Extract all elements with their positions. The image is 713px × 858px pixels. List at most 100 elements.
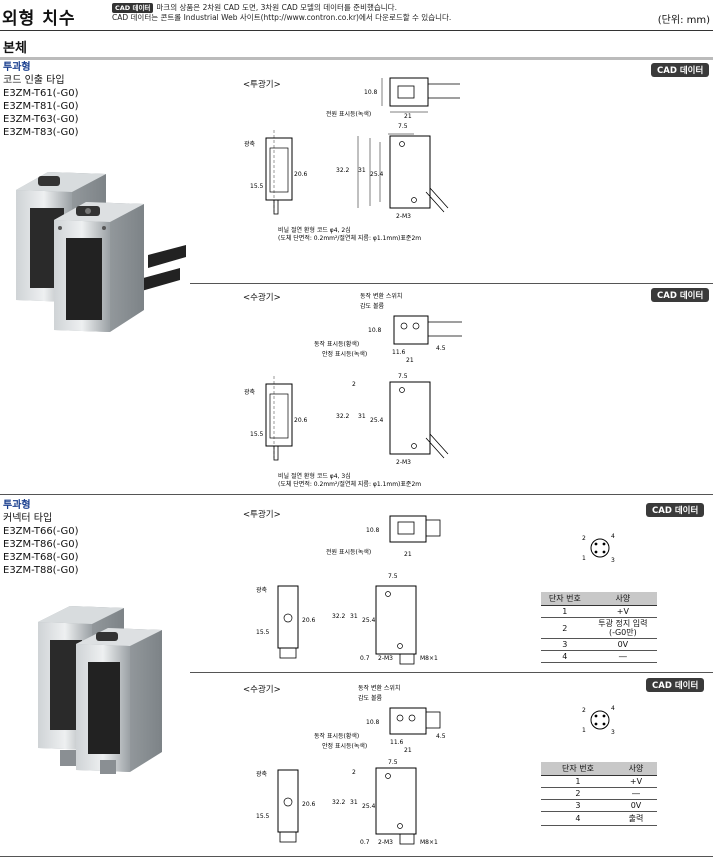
row-divider bbox=[190, 672, 713, 673]
note-line-1: 마크의 상품은 2차원 CAD 도면, 3차원 CAD 모델의 데이터를 준비했… bbox=[156, 3, 397, 12]
dim-label: 4.5 bbox=[436, 733, 446, 740]
model-name: E3ZM-T66(-G0) bbox=[3, 526, 79, 537]
svg-text:2: 2 bbox=[582, 707, 586, 714]
dim-label: 20.6 bbox=[294, 171, 308, 178]
dim-label: 21 bbox=[406, 357, 414, 364]
dim-label: 4.5 bbox=[436, 345, 446, 352]
power-indicator-label: 전원 표시등(녹색) bbox=[326, 548, 371, 556]
group-divider bbox=[0, 494, 713, 495]
dim-label: 11.6 bbox=[390, 739, 404, 746]
product-type: 투과형 bbox=[3, 62, 31, 73]
dim-label: 10.8 bbox=[368, 327, 382, 334]
screw-label: 2-M3 bbox=[396, 459, 411, 466]
row-divider bbox=[190, 283, 713, 284]
dim-label: 2 bbox=[352, 381, 356, 388]
table-header: 단자 번호 bbox=[541, 592, 589, 606]
svg-text:3: 3 bbox=[611, 729, 615, 736]
dim-label: 20.6 bbox=[294, 417, 308, 424]
optical-axis-label: 광축 bbox=[244, 140, 256, 148]
svg-text:2: 2 bbox=[582, 535, 586, 542]
dim-label: 25.4 bbox=[370, 171, 384, 178]
dim-label: 15.5 bbox=[250, 431, 264, 438]
dim-label: 21 bbox=[404, 113, 412, 120]
product-type: 투과형 bbox=[3, 500, 31, 511]
pin-diagram-emitter: 2 4 1 3 bbox=[582, 533, 615, 564]
unit-label: (단위: mm) bbox=[657, 15, 710, 26]
cable-note: (도체 단면적: 0.2mm²/절연체 지름: φ1.1mm)표준2m bbox=[278, 480, 421, 488]
stable-indicator-label: 안정 표시등(녹색) bbox=[322, 742, 367, 750]
view-label-receiver: <수광기> bbox=[243, 685, 281, 695]
product-photo-cable bbox=[16, 172, 186, 332]
dim-label: 10.8 bbox=[366, 527, 380, 534]
dim-label: 32.2 bbox=[336, 413, 350, 420]
op-indicator-label: 동작 표시등(황색) bbox=[314, 340, 359, 348]
cad-data-button[interactable]: CAD 데이터 bbox=[646, 503, 705, 517]
connector-label: M8×1 bbox=[420, 839, 438, 846]
screw-label: 2-M3 bbox=[378, 655, 393, 662]
cad-data-button[interactable]: CAD 데이터 bbox=[651, 288, 710, 302]
model-name: E3ZM-T63(-G0) bbox=[3, 114, 79, 125]
drawing-emitter-cable: 10.8 21 전원 표시등(녹색) 7.5 32.2 31 25.4 2-M3… bbox=[244, 77, 460, 242]
dim-label: 31 bbox=[350, 613, 358, 620]
op-mode-switch-label: 동작 변환 스위치 bbox=[358, 684, 400, 692]
view-label-emitter: <투광기> bbox=[243, 510, 281, 520]
note-line-2: CAD 데이터는 콘트롤 Industrial Web 사이트(http://w… bbox=[112, 13, 452, 22]
page-bottom-line bbox=[0, 856, 713, 857]
cad-data-button[interactable]: CAD 데이터 bbox=[646, 678, 705, 692]
table-header: 사양 bbox=[588, 592, 657, 606]
dim-label: 31 bbox=[350, 799, 358, 806]
screw-label: 2-M3 bbox=[378, 839, 393, 846]
cad-data-button[interactable]: CAD 데이터 bbox=[651, 63, 710, 77]
model-name: E3ZM-T68(-G0) bbox=[3, 552, 79, 563]
dim-label: 25.4 bbox=[370, 417, 384, 424]
cable-note: 비닐 절연 환형 코드 φ4, 2심 bbox=[278, 226, 351, 234]
dim-label: 0.7 bbox=[360, 655, 370, 662]
drawing-receiver-connector: 동작 변환 스위치 감도 볼륨 10.8 동작 표시등(황색) 안정 표시등(녹… bbox=[256, 684, 446, 846]
product-subtype: 커넥터 타입 bbox=[3, 513, 53, 524]
model-name: E3ZM-T88(-G0) bbox=[3, 565, 79, 576]
cad-badge-small: CAD 데이터 bbox=[112, 3, 154, 13]
svg-text:1: 1 bbox=[582, 727, 586, 734]
table-row: 2― bbox=[541, 787, 657, 800]
dim-label: 25.4 bbox=[362, 617, 376, 624]
product-photo-connector bbox=[38, 606, 162, 774]
model-name: E3ZM-T83(-G0) bbox=[3, 127, 79, 138]
drawing-emitter-connector: 10.8 21 전원 표시등(녹색) 7.5 32.2 31 25.4 0.7 … bbox=[256, 515, 441, 665]
dim-label: 25.4 bbox=[362, 803, 376, 810]
dim-label: 31 bbox=[358, 413, 366, 420]
dim-label: 32.2 bbox=[336, 167, 350, 174]
page-title: 외형 치수 bbox=[2, 9, 76, 29]
dim-label: 31 bbox=[358, 167, 366, 174]
table-row: 4― bbox=[541, 650, 657, 663]
optical-axis-label: 광축 bbox=[244, 388, 256, 396]
view-label-emitter: <투광기> bbox=[243, 80, 281, 90]
dim-label: 7.5 bbox=[388, 573, 398, 580]
dim-label: 15.5 bbox=[256, 629, 270, 636]
svg-text:4: 4 bbox=[611, 533, 615, 540]
optical-axis-label: 광축 bbox=[256, 586, 268, 594]
dim-label: 32.2 bbox=[332, 613, 346, 620]
stable-indicator-label: 안정 표시등(녹색) bbox=[322, 350, 367, 358]
section-title: 본체 bbox=[3, 41, 27, 56]
svg-text:1: 1 bbox=[582, 555, 586, 562]
pin-diagram-receiver: 2 4 1 3 bbox=[582, 705, 615, 736]
dim-label: 2 bbox=[352, 769, 356, 776]
dim-label: 20.6 bbox=[302, 617, 316, 624]
dim-label: 15.5 bbox=[256, 813, 270, 820]
svg-text:3: 3 bbox=[611, 557, 615, 564]
dim-label: 10.8 bbox=[364, 89, 378, 96]
view-label-receiver: <수광기> bbox=[243, 293, 281, 303]
model-name: E3ZM-T81(-G0) bbox=[3, 101, 79, 112]
table-row: 1+V bbox=[541, 605, 657, 618]
sensitivity-label: 감도 볼륨 bbox=[358, 695, 382, 702]
dim-label: 20.6 bbox=[302, 801, 316, 808]
sensitivity-label: 감도 볼륨 bbox=[360, 303, 384, 310]
table-header: 사양 bbox=[614, 762, 657, 776]
dim-label: 10.8 bbox=[366, 719, 380, 726]
dim-label: 7.5 bbox=[388, 759, 398, 766]
table-row: 1+V bbox=[541, 775, 657, 788]
